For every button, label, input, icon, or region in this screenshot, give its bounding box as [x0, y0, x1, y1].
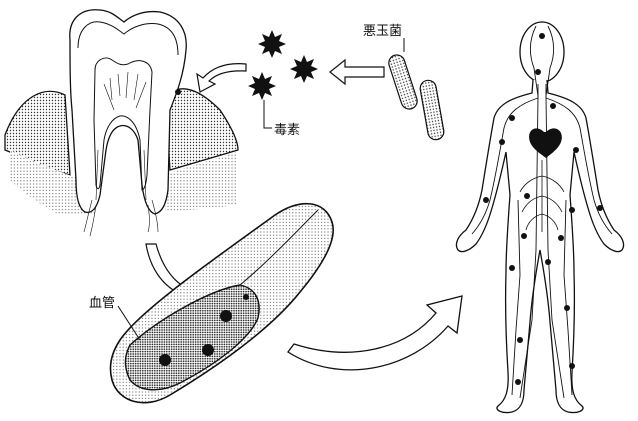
bacteria-illustration [387, 38, 445, 141]
bacterium-rod [387, 53, 420, 111]
arrow-toxin-to-tooth [197, 64, 246, 92]
toxin-particles [248, 30, 318, 100]
toxin-in-blood [243, 294, 249, 300]
tooth-illustration [5, 10, 238, 236]
bacteria-at-gum [175, 89, 181, 95]
blood-vessel-illustration [110, 204, 333, 403]
arrow-bacteria-to-toxin [330, 60, 384, 84]
body-head [520, 22, 564, 82]
toxin-leader-line [264, 100, 272, 128]
toxin-particle [258, 30, 286, 58]
bacteria-label: 悪玉菌 [363, 20, 402, 39]
arrow-vessel-to-body [288, 296, 462, 370]
toxin-in-blood [220, 310, 232, 322]
human-body-illustration [456, 22, 623, 413]
toxin-label: 毒素 [274, 119, 300, 138]
blood-vessel-label: 血管 [89, 292, 115, 311]
toxin-particle [248, 72, 276, 100]
tooth-crown [70, 10, 186, 214]
bacterium-rod [419, 79, 445, 141]
toxin-in-blood [159, 354, 171, 366]
toxin-particle [290, 55, 318, 83]
toxin-in-blood [202, 344, 214, 356]
